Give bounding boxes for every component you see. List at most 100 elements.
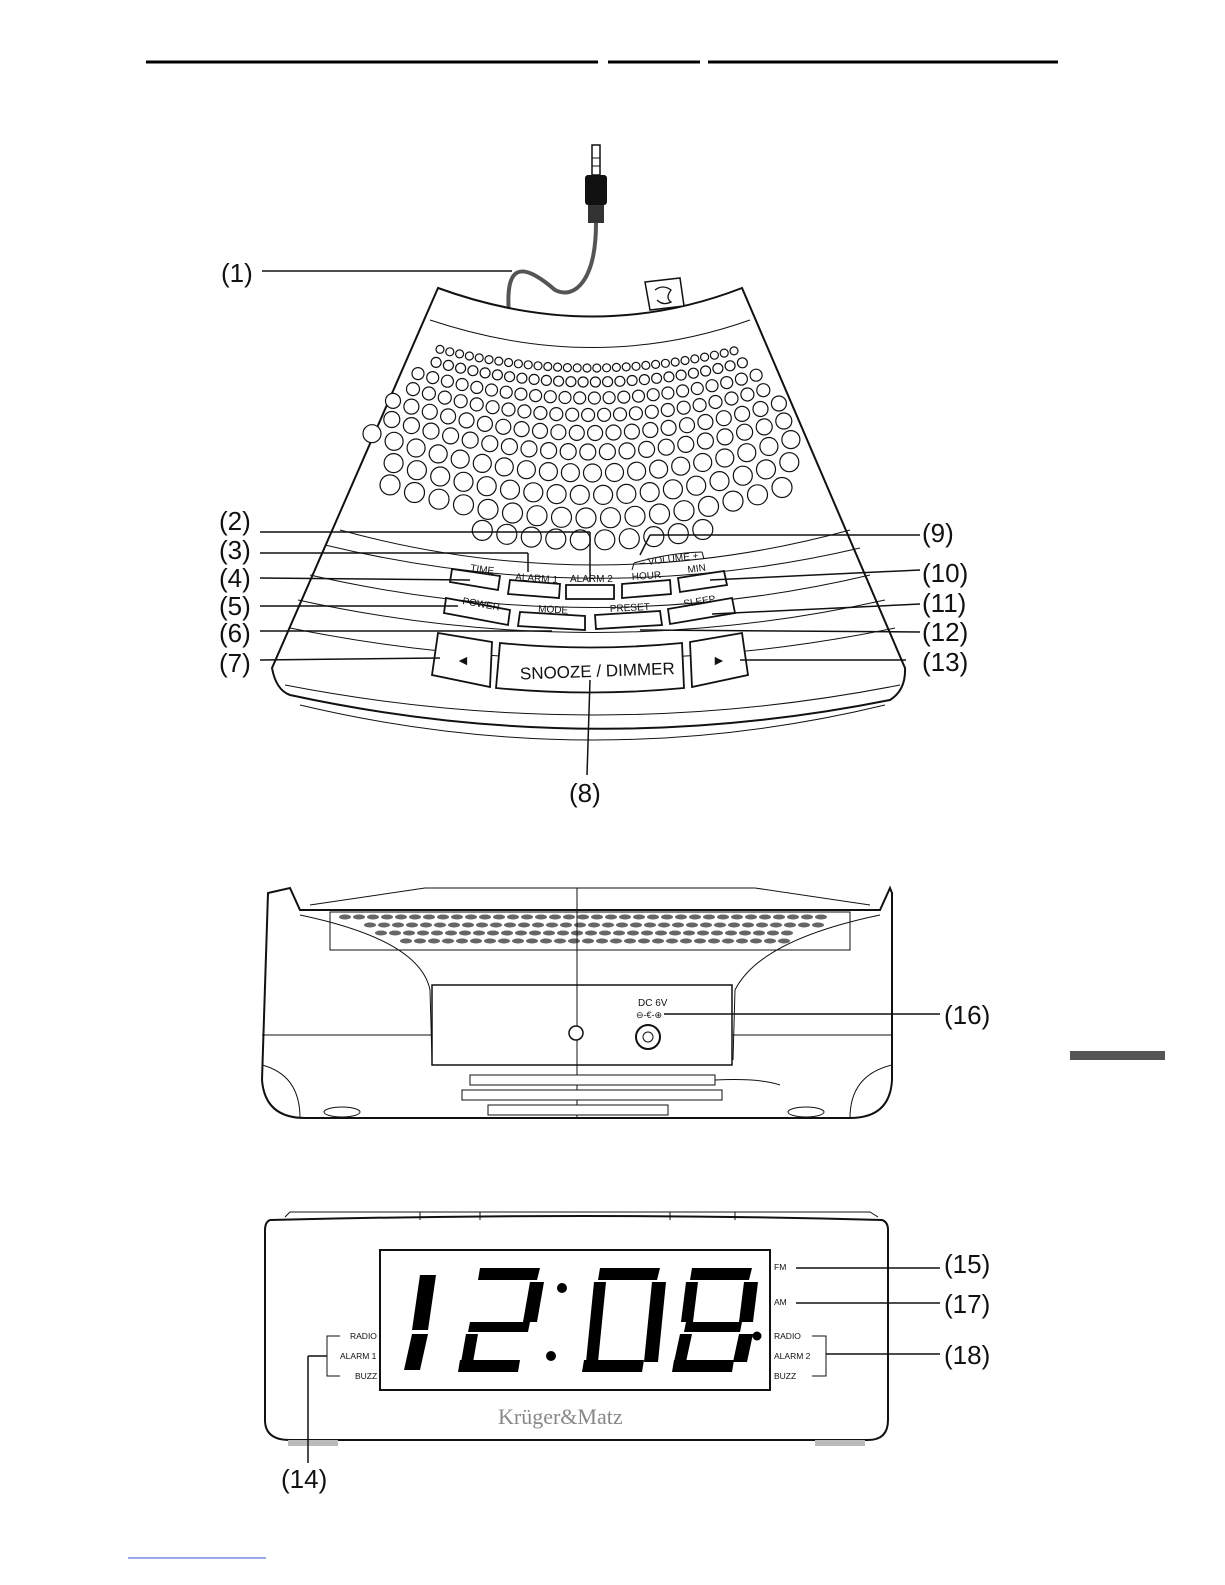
colon-top [557, 1283, 567, 1293]
grille-hole [737, 358, 747, 368]
rear-grille-slot [484, 939, 496, 944]
rear-grille-slot [409, 915, 421, 920]
rear-grille-slot [672, 923, 684, 928]
grille-hole [422, 404, 437, 419]
grille-hole [642, 361, 650, 369]
grille-hole [782, 431, 800, 449]
callout-8: (8) [569, 778, 601, 808]
grille-hole [622, 363, 630, 371]
grille-hole [601, 508, 621, 528]
grille-hole [603, 392, 615, 404]
grille-hole [625, 506, 645, 526]
rear-grille-slot [364, 923, 376, 928]
grille-hole [661, 359, 669, 367]
rear-grille-slot [417, 931, 429, 936]
rear-grille-slot [521, 915, 533, 920]
grille-hole [593, 364, 601, 372]
hour-label: HOUR [631, 570, 661, 583]
rear-grille-slot [613, 931, 625, 936]
grille-hole [514, 360, 522, 368]
grille-hole [650, 504, 670, 524]
rear-grille-slot [378, 923, 390, 928]
grille-hole [570, 485, 589, 504]
grille-hole [405, 483, 425, 503]
grille-hole [541, 443, 557, 459]
right-radio-indicator: RADIO [774, 1331, 801, 1341]
rear-grille-slot [812, 923, 824, 928]
grille-hole [717, 429, 733, 445]
rear-grille-slot [728, 923, 740, 928]
hour-button[interactable] [622, 580, 671, 598]
grille-hole [478, 499, 498, 519]
grille-hole [672, 457, 690, 475]
rear-grille-slot [507, 915, 519, 920]
grille-hole [750, 369, 762, 381]
grille-hole [407, 439, 425, 457]
grille-hole [475, 354, 483, 362]
grille-hole [385, 432, 403, 450]
grille-hole [470, 398, 483, 411]
grille-hole [756, 419, 772, 435]
rear-grille-slot [708, 939, 720, 944]
grille-hole [588, 426, 603, 441]
grille-hole [570, 530, 590, 550]
grille-hole [681, 357, 689, 365]
grille-hole [735, 406, 750, 421]
grille-hole [480, 368, 490, 378]
grille-hole [436, 345, 444, 353]
rear-grille-slot [675, 915, 687, 920]
grille-hole [384, 412, 400, 428]
colon-bottom [546, 1351, 556, 1361]
rear-grille-slot [490, 923, 502, 928]
grille-hole [691, 383, 703, 395]
rear-grille-slot [764, 939, 776, 944]
rear-grille-slot [778, 939, 790, 944]
grille-hole [590, 377, 600, 387]
grille-hole [735, 373, 747, 385]
grille-hole [473, 454, 491, 472]
rear-grille-slot [563, 915, 575, 920]
grille-hole [485, 356, 493, 364]
rear-grille-slot [703, 915, 715, 920]
grille-hole [486, 384, 498, 396]
grille-hole [716, 411, 731, 426]
grille-hole [505, 359, 513, 367]
grille-hole [677, 385, 689, 397]
grille-hole [521, 441, 537, 457]
grille-hole [628, 462, 646, 480]
rear-grille-slot [535, 915, 547, 920]
rear-grille-slot [557, 931, 569, 936]
grille-hole [521, 527, 541, 547]
grille-hole [629, 407, 642, 420]
grille-hole [680, 418, 695, 433]
grille-hole [720, 349, 728, 357]
grille-hole [422, 387, 435, 400]
grille-hole [446, 348, 454, 356]
alarm2-button[interactable] [566, 585, 614, 599]
callout-16: (16) [944, 1000, 990, 1030]
grille-hole [566, 408, 579, 421]
callout-6: (6) [219, 618, 251, 648]
grille-hole [606, 464, 624, 482]
alarm2-label: ALARM 2 [570, 574, 613, 585]
grille-hole [661, 420, 676, 435]
rear-grille-slot [652, 939, 664, 944]
top-view-diagram [272, 145, 905, 740]
fm-indicator: FM [774, 1262, 786, 1272]
rear-grille-slot [448, 923, 460, 928]
rear-grille-slot [529, 931, 541, 936]
grille-hole [496, 419, 511, 434]
grille-hole [441, 375, 453, 387]
grille-hole [518, 405, 531, 418]
grille-hole [632, 362, 640, 370]
grille-hole [662, 387, 674, 399]
rear-grille-slot [680, 939, 692, 944]
grille-hole [429, 445, 447, 463]
rear-grille-slot [473, 931, 485, 936]
grille-hole [710, 472, 729, 491]
rear-grille-slot [717, 915, 729, 920]
grille-hole [477, 477, 496, 496]
grille-hole [427, 372, 439, 384]
grille-hole [423, 423, 439, 439]
grille-hole [497, 524, 517, 544]
